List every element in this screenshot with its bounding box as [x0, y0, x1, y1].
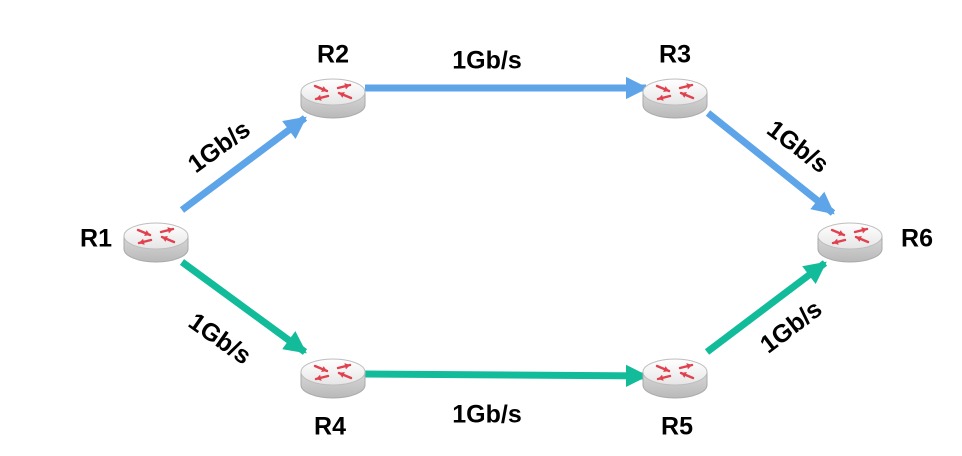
router-label-r1: R1 — [80, 225, 112, 253]
router-label-r3: R3 — [659, 41, 691, 69]
link-label-r3-r6: 1Gb/s — [762, 115, 834, 179]
router-label-r6: R6 — [901, 225, 933, 253]
router-icon — [642, 78, 708, 119]
link-label-r1-r2: 1Gb/s — [183, 115, 256, 178]
routers-layer — [123, 78, 883, 399]
router-label-r4: R4 — [314, 413, 346, 441]
link-r4-r5 — [364, 364, 649, 388]
link-label-r4-r5: 1Gb/s — [452, 401, 521, 429]
link-label-r2-r3: 1Gb/s — [452, 47, 521, 75]
router-label-r2: R2 — [317, 41, 349, 69]
links-layer — [179, 76, 836, 388]
router-icon — [817, 222, 883, 263]
link-r1-r4 — [179, 259, 308, 355]
link-r3-r6 — [705, 110, 836, 216]
link-r5-r6 — [704, 260, 828, 355]
router-icon — [123, 222, 189, 263]
link-label-r1-r4: 1Gb/s — [183, 307, 256, 370]
link-r1-r2 — [179, 115, 308, 213]
router-icon — [642, 358, 708, 399]
router-icon — [300, 358, 366, 399]
router-icon — [300, 78, 366, 119]
router-label-r5: R5 — [661, 413, 693, 441]
